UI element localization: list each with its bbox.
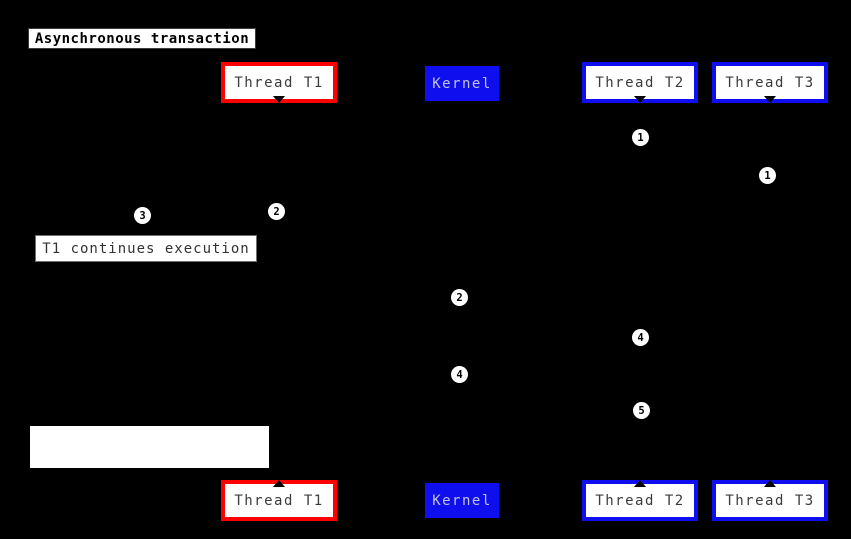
participant-thread-t1-bottom: Thread T1 (221, 480, 337, 521)
lifeline-notch-icon (634, 480, 646, 487)
sequence-marker-1-thread-t2: 1 (632, 129, 649, 146)
participant-label: Thread T3 (725, 74, 815, 91)
participant-label: Thread T1 (234, 74, 324, 91)
sequence-marker-2-kernel: 2 (451, 289, 468, 306)
sequence-marker-2-thread-t1: 2 (268, 203, 285, 220)
participant-thread-t2-bottom: Thread T2 (582, 480, 698, 521)
lifeline-notch-icon (764, 96, 776, 103)
participant-thread-t3-top: Thread T3 (712, 62, 828, 103)
participant-label: Thread T2 (595, 492, 685, 509)
sequence-marker-3-thread-t1: 3 (134, 207, 151, 224)
sequence-marker-4-thread-t2: 4 (632, 329, 649, 346)
participant-kernel-bottom: Kernel (425, 483, 499, 518)
lifeline-notch-icon (764, 480, 776, 487)
diagram-title: Asynchronous transaction (28, 28, 256, 49)
participant-label: Thread T1 (234, 492, 324, 509)
participant-thread-t2-top: Thread T2 (582, 62, 698, 103)
participant-kernel-top: Kernel (425, 66, 499, 101)
note-t1-continues-execution: T1 continues execution (35, 235, 257, 262)
sequence-marker-5-thread-t2: 5 (633, 402, 650, 419)
participant-thread-t3-bottom: Thread T3 (712, 480, 828, 521)
lifeline-notch-icon (273, 480, 285, 487)
lifeline-notch-icon (273, 96, 285, 103)
participant-label: Thread T2 (595, 74, 685, 91)
sequence-marker-1-thread-t3: 1 (759, 167, 776, 184)
participant-label: Kernel (432, 492, 492, 509)
note-blank (30, 426, 269, 468)
participant-thread-t1-top: Thread T1 (221, 62, 337, 103)
sequence-marker-4-kernel: 4 (451, 366, 468, 383)
participant-label: Thread T3 (725, 492, 815, 509)
participant-label: Kernel (432, 75, 492, 92)
lifeline-notch-icon (634, 96, 646, 103)
